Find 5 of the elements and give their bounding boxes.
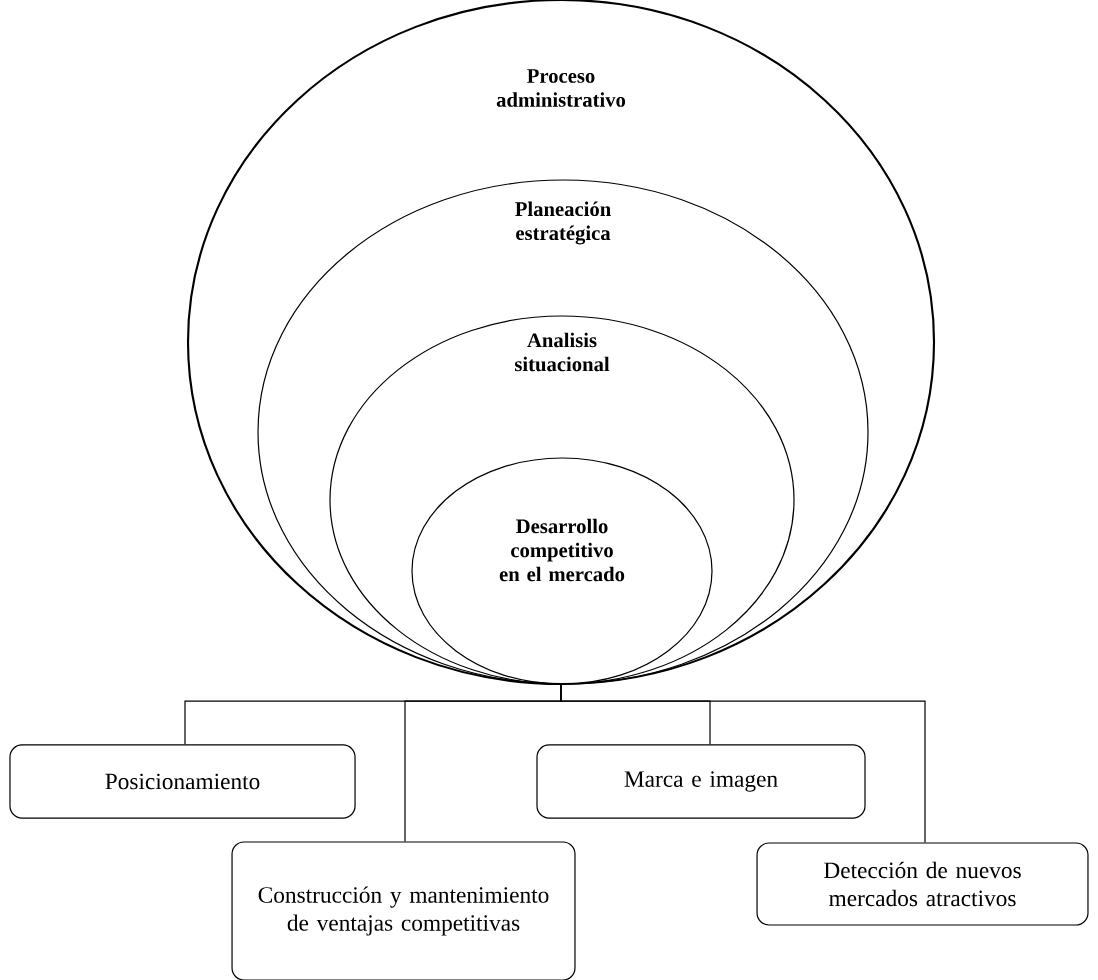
rounded-box: Detección de nuevos mercados atractivos [756,842,1089,926]
rounded-box: Construcción y mantenimiento de ventajas competitivas [231,841,576,980]
rounded-box: Marca e imagen [536,744,866,819]
rounded-box: Posicionamiento [9,744,356,819]
connector [560,684,926,843]
